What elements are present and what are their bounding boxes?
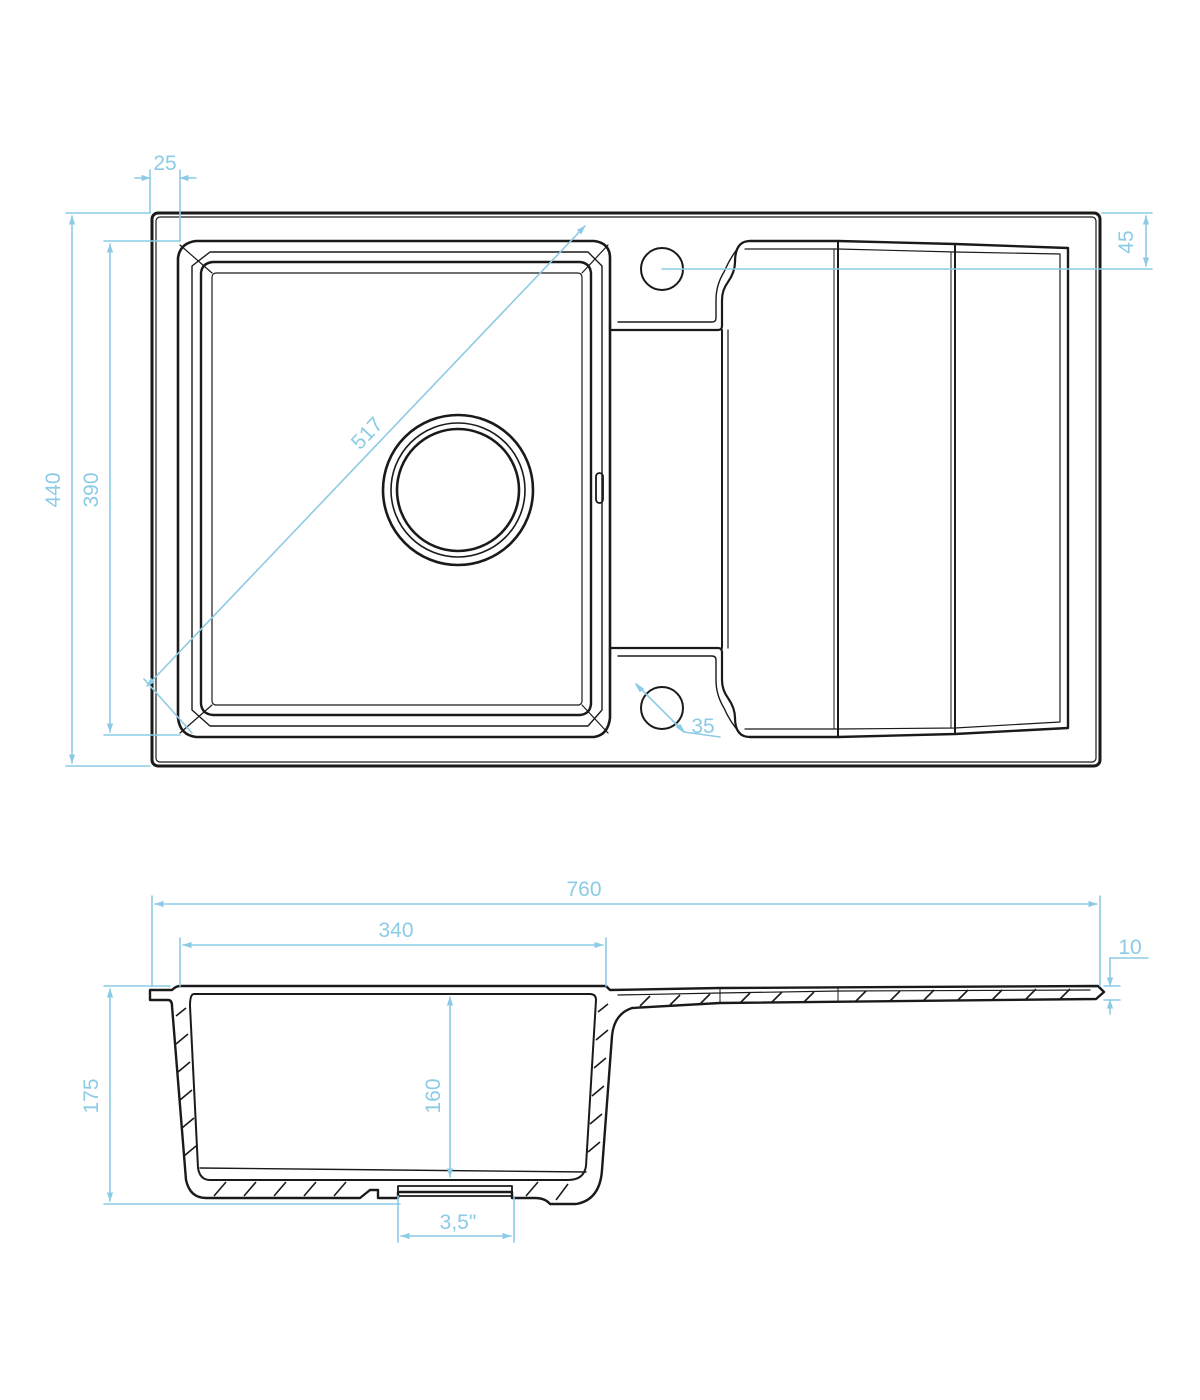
hatch-line bbox=[175, 1007, 187, 1017]
hatch-line bbox=[177, 1061, 191, 1073]
hatch-line bbox=[771, 991, 783, 1003]
dim-label-390: 390 bbox=[80, 472, 103, 507]
section-view-dimensions bbox=[103, 895, 1149, 1243]
hatch-line bbox=[525, 1181, 539, 1197]
section-outer-profile bbox=[148, 984, 1106, 1206]
hatch-line bbox=[1059, 988, 1071, 1000]
hatch-line bbox=[587, 1141, 601, 1153]
hatch-line bbox=[699, 993, 711, 1005]
tap-hole-bottom bbox=[640, 686, 684, 730]
hatch-line bbox=[739, 992, 751, 1004]
dim-label-175: 175 bbox=[80, 1078, 103, 1113]
section-inner-profile bbox=[189, 993, 597, 1181]
top-view-dimensions bbox=[65, 169, 1153, 767]
hatch-line bbox=[179, 1089, 193, 1101]
channel-upper-inner bbox=[617, 244, 741, 323]
hatch-line bbox=[595, 1029, 609, 1041]
dim-label-760: 760 bbox=[566, 878, 601, 901]
hatch-line bbox=[273, 1181, 287, 1197]
section-hatching bbox=[175, 988, 1071, 1201]
hatch-line bbox=[589, 1113, 603, 1125]
hatch-line bbox=[923, 989, 935, 1001]
section-view-dimension-labels: 760 340 10 175 160 3,5" bbox=[80, 878, 1142, 1234]
dim-35-line bbox=[635, 683, 685, 733]
hatch-line bbox=[597, 1003, 609, 1013]
bowl-bevel-line bbox=[581, 244, 609, 274]
dim-35-leader bbox=[683, 731, 721, 738]
hatch-line bbox=[183, 1145, 197, 1157]
dim-label-waste: 3,5" bbox=[440, 1211, 477, 1234]
hatch-line bbox=[669, 994, 681, 1006]
dim-label-25: 25 bbox=[153, 152, 176, 175]
hatch-line bbox=[803, 991, 815, 1003]
section-waste-outlet bbox=[397, 1185, 513, 1197]
hatch-line bbox=[175, 1033, 189, 1045]
hatch-line bbox=[333, 1181, 347, 1197]
hatch-line bbox=[639, 995, 651, 1007]
sink-outer-rim bbox=[150, 211, 1102, 768]
dim-label-160: 160 bbox=[422, 1078, 445, 1113]
section-view bbox=[148, 984, 1106, 1206]
dim-label-440: 440 bbox=[42, 472, 65, 507]
dim-label-340: 340 bbox=[378, 919, 413, 942]
dim-517-line bbox=[146, 225, 586, 687]
drain-inner bbox=[395, 427, 521, 553]
drainer-inner-outline bbox=[744, 248, 1061, 730]
dim-label-45: 45 bbox=[1115, 230, 1138, 253]
bowl-bevel-line bbox=[179, 704, 213, 734]
dim-35-arrow-a bbox=[635, 683, 645, 693]
drain-ring bbox=[390, 422, 526, 558]
drainer-outline bbox=[748, 239, 1070, 739]
hatch-line bbox=[555, 1183, 569, 1201]
hatch-line bbox=[303, 1181, 317, 1197]
hatch-line bbox=[243, 1181, 257, 1197]
bowl-bevel-line bbox=[179, 244, 213, 274]
hatch-line bbox=[991, 989, 1003, 1001]
dim-label-35: 35 bbox=[691, 715, 714, 738]
channel-lower-edge bbox=[608, 646, 752, 739]
bowl-outer-edge bbox=[176, 239, 612, 739]
dim-label-10: 10 bbox=[1118, 936, 1141, 959]
dim-35-arrow-b bbox=[675, 723, 685, 733]
hatch-line bbox=[855, 990, 867, 1002]
channel-upper-edge bbox=[608, 239, 752, 332]
channel-lower-inner bbox=[617, 655, 741, 734]
dim-label-517: 517 bbox=[347, 413, 388, 454]
hatch-line bbox=[1025, 988, 1037, 1000]
top-view-dimension-labels: 440 390 25 517 45 35 bbox=[42, 152, 1138, 738]
hatch-line bbox=[889, 990, 901, 1002]
section-drainer-surface bbox=[617, 989, 1091, 996]
hatch-line bbox=[957, 989, 969, 1001]
hatch-line bbox=[593, 1057, 607, 1069]
hatch-line bbox=[591, 1085, 605, 1097]
hatch-line bbox=[181, 1117, 195, 1129]
hatch-line bbox=[213, 1181, 227, 1197]
drain-outer bbox=[381, 413, 535, 567]
dim-517-tick bbox=[143, 678, 193, 734]
top-view bbox=[150, 211, 1102, 768]
section-bowl-floor bbox=[199, 1167, 587, 1173]
overflow-slot bbox=[595, 472, 604, 504]
bowl-bevel-line bbox=[581, 704, 609, 734]
